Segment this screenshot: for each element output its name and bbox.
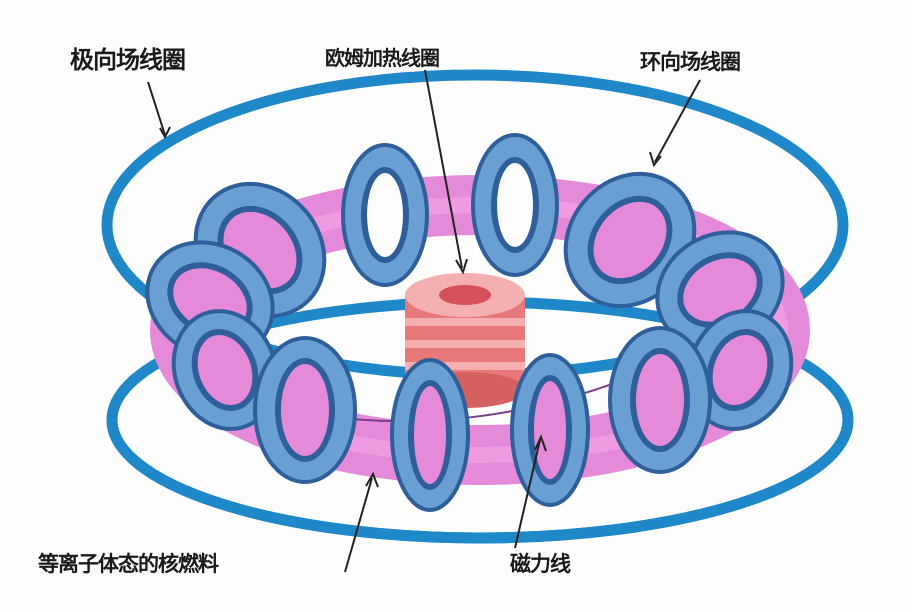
- leader-lines: [147, 69, 701, 573]
- toroidal-field-coils: [145, 133, 794, 512]
- label-plasma-fuel: 等离子体态的核燃料: [38, 552, 219, 576]
- label-poloidal-field-coil: 极向场线圈: [70, 46, 186, 74]
- ohmic-heating-coil: [405, 273, 525, 408]
- lower-poloidal-ring-front: [106, 419, 854, 544]
- label-ohmic-heating-coil: 欧姆加热线圈: [325, 46, 440, 70]
- label-toroidal-field-coil: 环向场线圈: [640, 50, 741, 74]
- label-magnetic-field-line: 磁力线: [510, 552, 571, 576]
